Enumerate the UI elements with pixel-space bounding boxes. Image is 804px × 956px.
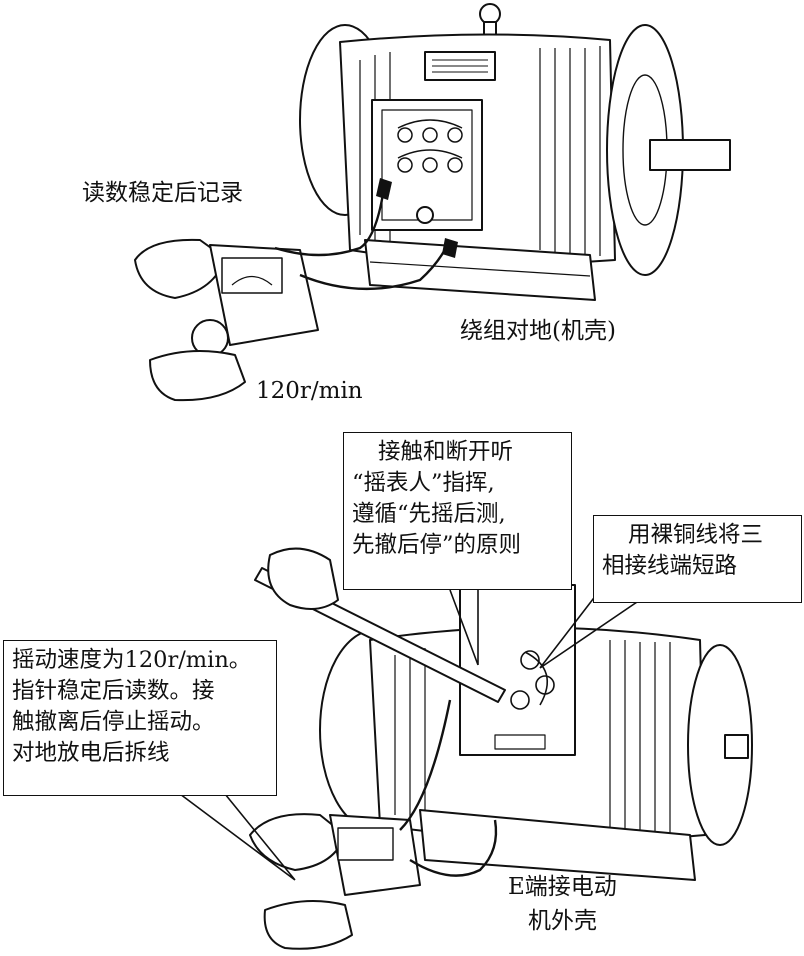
bottom-motor-base	[420, 810, 695, 880]
bottom-terminal-box	[460, 585, 575, 755]
bottom-ground-lead	[410, 820, 496, 876]
megger-dial	[222, 258, 282, 293]
test-lead-E	[300, 240, 450, 289]
bottom-test-lead	[400, 700, 450, 830]
hand-lower	[150, 351, 245, 400]
label-record-after-stable: 读数稳定后记录	[82, 180, 243, 206]
bottom-hand-lower	[265, 901, 352, 949]
bottom-hand-upper	[250, 814, 345, 870]
label-winding-to-ground: 绕组对地(机壳)	[460, 318, 616, 344]
motor-shaft	[650, 140, 730, 170]
label-e-terminal-line1: E端接电动	[508, 874, 617, 900]
bottom-motor-body	[370, 628, 705, 841]
test-lead-L	[275, 180, 385, 255]
hand-holding-rod	[268, 549, 338, 609]
pointer-procedure	[180, 794, 295, 880]
bottom-motor-shaft	[725, 735, 748, 758]
hand-upper	[135, 240, 225, 298]
pointer-listen	[450, 590, 478, 665]
bottom-front-flange	[688, 645, 752, 845]
bottom-terminal-studs	[511, 651, 554, 709]
bottom-motor-rear-cap	[320, 630, 430, 830]
callout-procedure: 摇动速度为120r/min。 指针稳定后读数。接 触撤离后停止摇动。 对地放电后…	[3, 640, 277, 796]
callout-listen-command: 接触和断开听 “摇表人”指挥, 遵循“先摇后测, 先撤后停”的原则	[343, 432, 572, 590]
top-motor-illustration	[0, 0, 804, 420]
callout-short-circuit: 用裸铜线将三 相接线端短路	[593, 515, 802, 603]
bottom-megger-case	[330, 815, 420, 895]
motor-base	[365, 240, 595, 300]
label-e-terminal-line2: 机外壳	[528, 908, 597, 934]
lifting-eye-icon	[480, 4, 500, 38]
terminal-studs	[398, 120, 462, 172]
label-speed-top: 120r/min	[256, 378, 363, 404]
